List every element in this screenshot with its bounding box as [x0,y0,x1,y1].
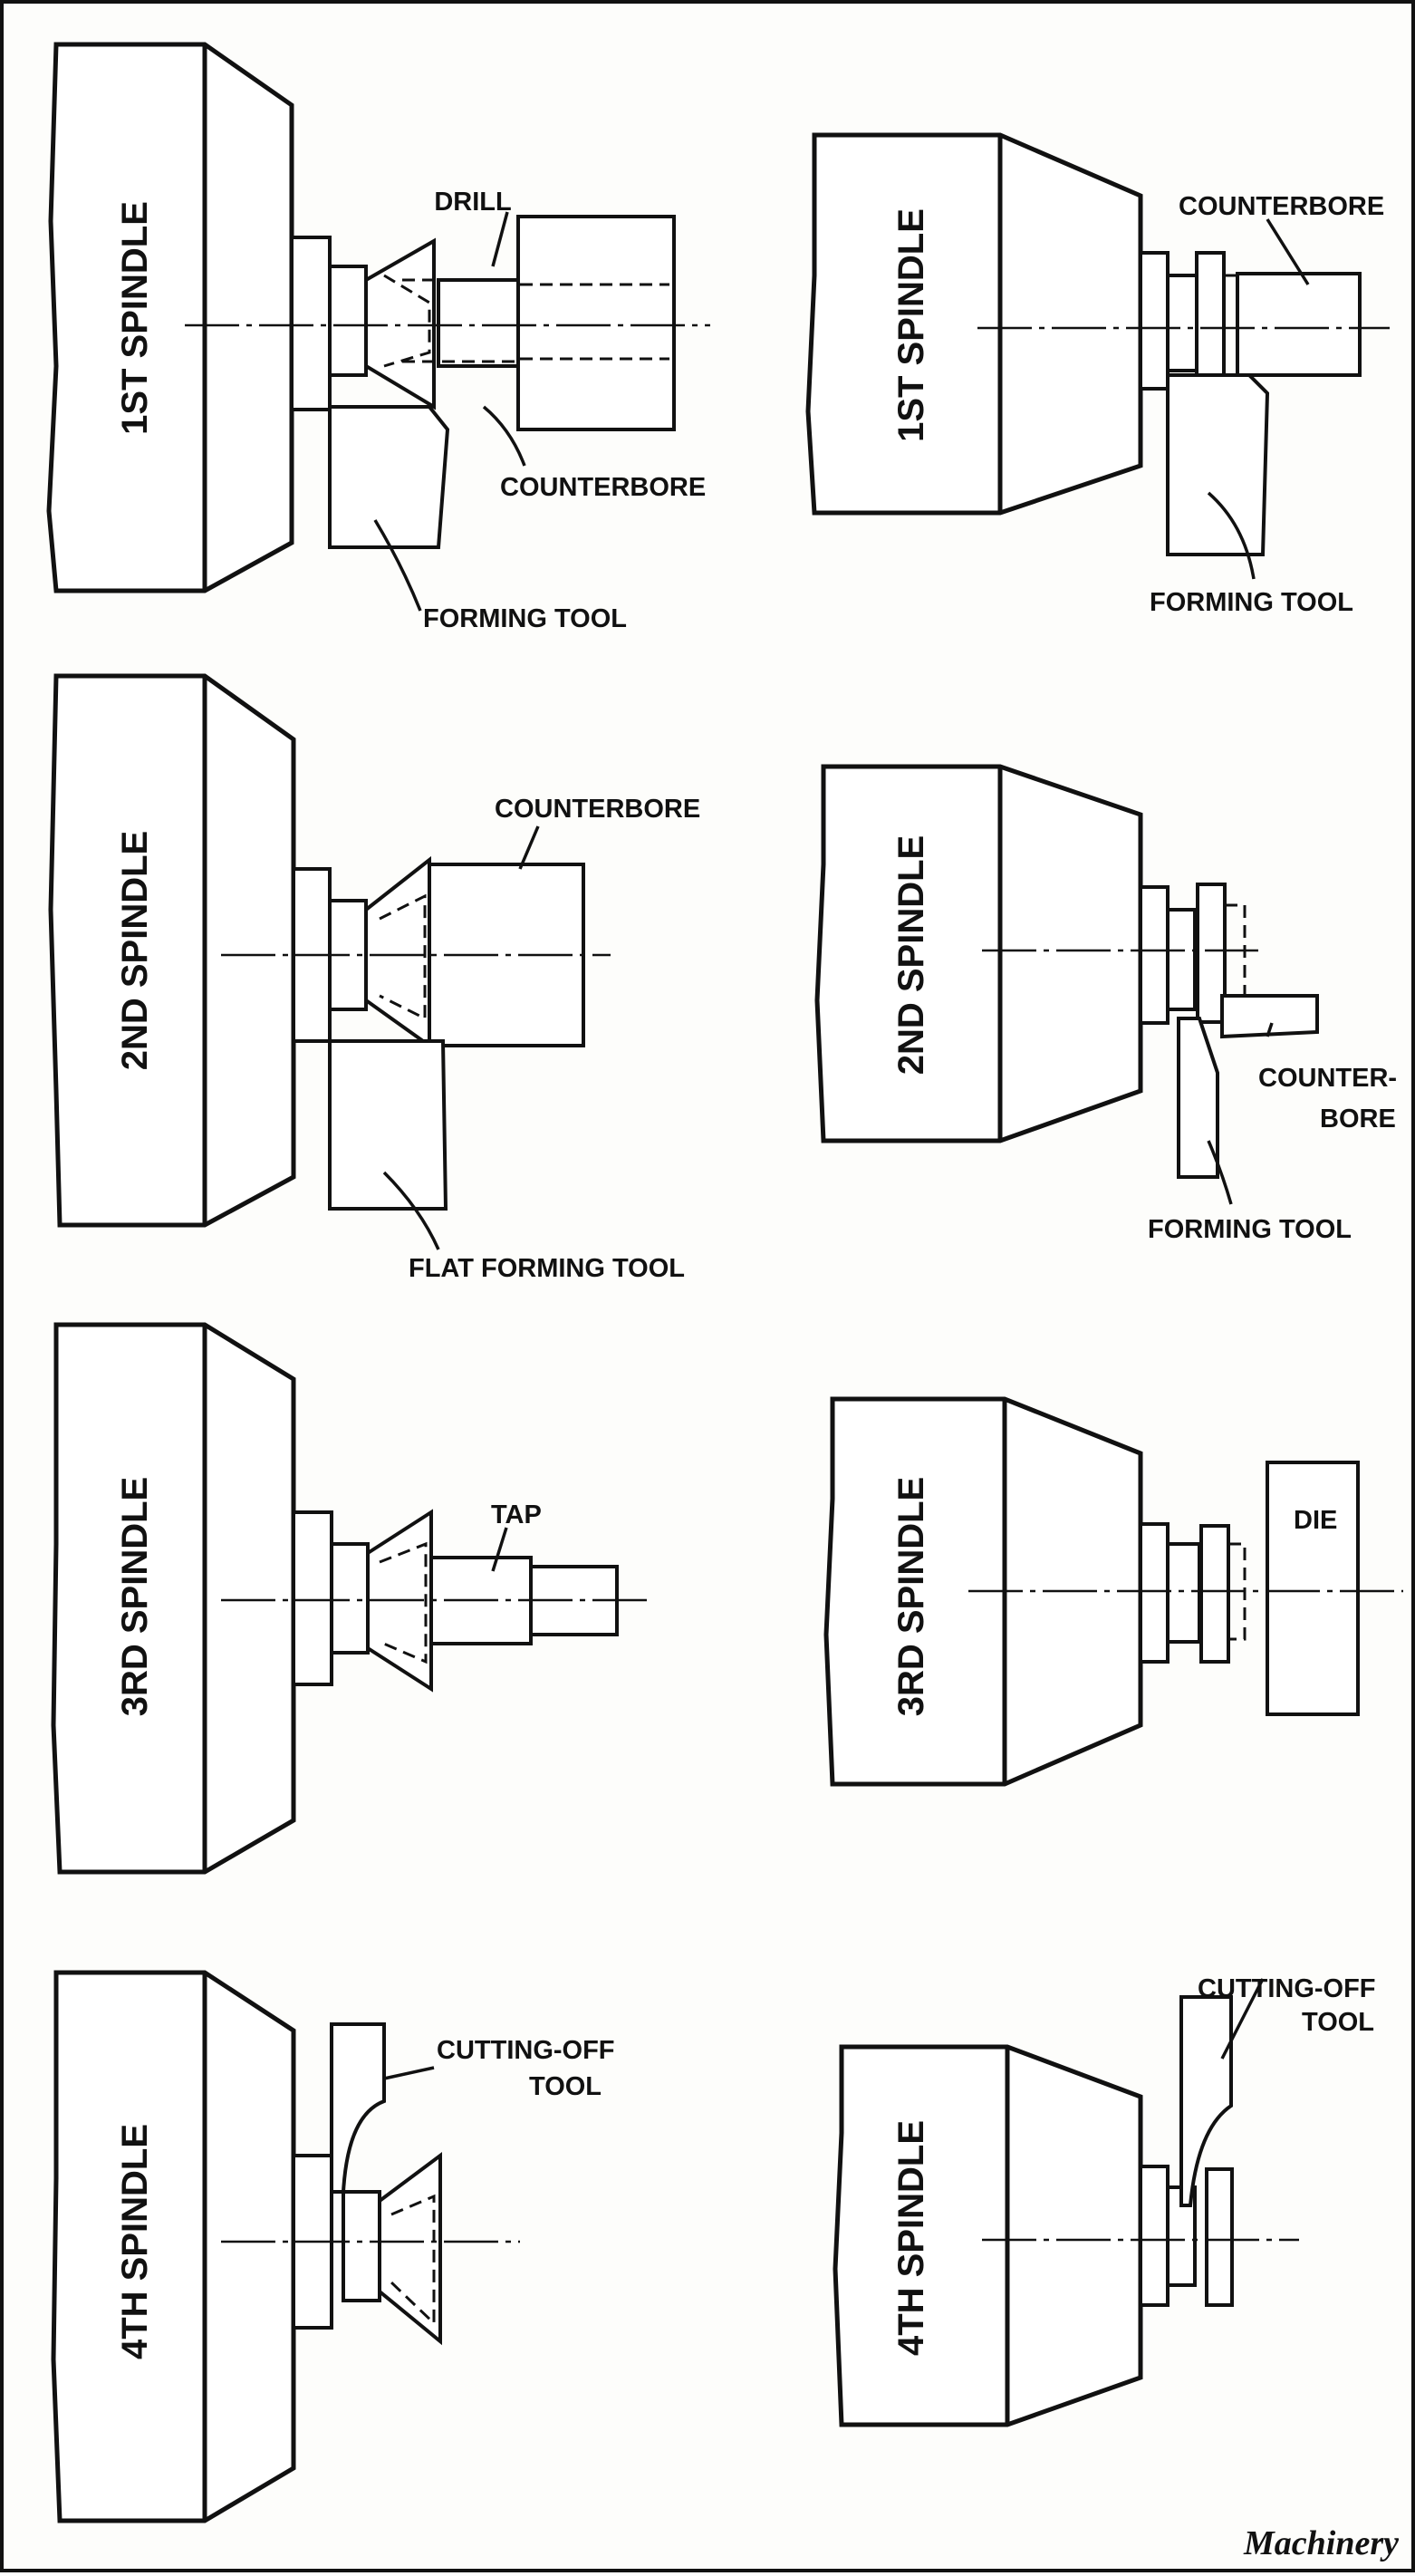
cutting-off-tool [1179,1995,1233,2207]
counterbore-label: COUNTERBORE [500,473,706,502]
flat-forming-tool [328,1039,448,1211]
counterbore-leader [1266,218,1310,285]
spindle-housing [51,1970,296,2523]
forming-tool-leader [382,1171,440,1250]
counterbore-label: COUNTERBORE [495,795,700,824]
right-3rd-spindle-panel: 3RD SPINDLE DIE [823,1396,1403,1787]
workpiece [1205,2167,1234,2307]
spindle-label: 4TH SPINDLE [891,2120,931,2356]
spindle-nose [1139,2165,1170,2307]
spindle-housing [46,42,294,593]
collet [1166,908,1197,1011]
workpiece [1199,1524,1230,1664]
right-4th-spindle-panel: 4TH SPINDLE CUTTING-OFF TOOL [833,1974,1376,2427]
die [1266,1461,1360,1716]
spindle-label: 1ST SPINDLE [891,208,931,442]
forming-tool [1177,1017,1219,1179]
workpiece-cone [364,855,431,1049]
forming-tool-label: FORMING TOOL [423,604,627,633]
counterbore-holder [1220,994,1319,1039]
collet [342,2190,381,2302]
cutting-off-label-line2: TOOL [529,2072,602,2101]
workpiece-hidden [379,893,427,1021]
forming-tool-leader [1207,1140,1233,1205]
spindle-label: 2ND SPINDLE [115,831,155,1071]
spindle-nose [292,1510,333,1686]
spindle-label: 3RD SPINDLE [115,1477,155,1717]
forming-tool-label: FORMING TOOL [1150,588,1353,617]
cutting-off-label-line1: CUTTING-OFF [437,2036,615,2065]
forming-tool-leader [1207,491,1256,580]
workpiece-cone [364,237,436,410]
cutting-off-label-line1: CUTTING-OFF [1198,1974,1376,2003]
collet [330,1542,370,1655]
spindle-label: 3RD SPINDLE [891,1477,931,1717]
spindle-label: 1ST SPINDLE [115,201,155,435]
right-2nd-spindle-panel: 2ND SPINDLE COUNTER- BORE FORMING TOOL [814,764,1397,1244]
tap-label: TAP [491,1500,542,1529]
cutting-off-leader [383,2066,435,2080]
cutting-off-tool [330,2022,386,2194]
cutting-off-leader [1220,1978,1265,2060]
spindle-housing [48,673,296,1228]
counterbore-label-line1: COUNTER- [1258,1064,1397,1093]
workpiece-hidden [390,2194,436,2327]
collet [1166,1542,1201,1644]
die-label: DIE [1294,1506,1337,1535]
workpiece-hidden [1225,903,1247,1002]
right-1st-spindle-panel: 1ST SPINDLE COUNTERBORE FORMING TOOL [805,132,1390,617]
credit-label: Machinery [1243,2524,1399,2562]
counterbore-leader [1266,1022,1274,1037]
left-1st-spindle-panel: 1ST SPINDLE DRILL COUNTERBORE FORMING TO… [46,42,710,633]
cutting-off-label-line2: TOOL [1302,2008,1374,2037]
workpiece-hidden [379,1541,428,1664]
counterbore-leader [482,405,526,467]
collet [1166,274,1198,372]
spindle-housing [814,764,1143,1143]
forming-tool [328,405,450,549]
spindle-housing [51,1322,296,1875]
flat-forming-tool-label: FLAT FORMING TOOL [409,1254,685,1283]
counterbore-leader [518,825,540,870]
forming-tool-label: FORMING TOOL [1148,1215,1352,1244]
spindle-housing [833,2044,1143,2427]
counterbore-label-line2: BORE [1320,1105,1396,1134]
drill-shank [437,278,522,368]
spindle-label: 2ND SPINDLE [891,835,931,1076]
spindle-housing [805,132,1143,516]
workpiece-cone [378,2152,442,2346]
spindle-nose [1139,251,1170,391]
counterbore-holder [1236,272,1362,377]
forming-tool [1166,373,1270,556]
spindle-nose [1139,1522,1170,1664]
spindle-label: 4TH SPINDLE [115,2124,155,2359]
drill-label: DRILL [434,188,511,217]
spindle-operations-diagram: 1ST SPINDLE DRILL COUNTERBORE FORMING TO… [46,42,1403,2562]
drill-leader [491,211,509,267]
spindle-nose [290,236,332,411]
left-3rd-spindle-panel: 3RD SPINDLE TAP [51,1322,647,1875]
spindle-nose [1139,885,1170,1025]
counterbore-holder [516,215,676,431]
forming-tool-leader [373,519,422,612]
counterbore-label: COUNTERBORE [1179,192,1384,221]
holder-hidden [520,283,669,361]
left-2nd-spindle-panel: 2ND SPINDLE COUNTERBORE FLAT FORMING TOO… [48,673,700,1283]
tap-leader [491,1527,508,1572]
left-4th-spindle-panel: 4TH SPINDLE CUTTING-OFF TOOL [51,1970,615,2523]
workpiece-hidden [383,274,431,368]
collet [328,265,368,377]
